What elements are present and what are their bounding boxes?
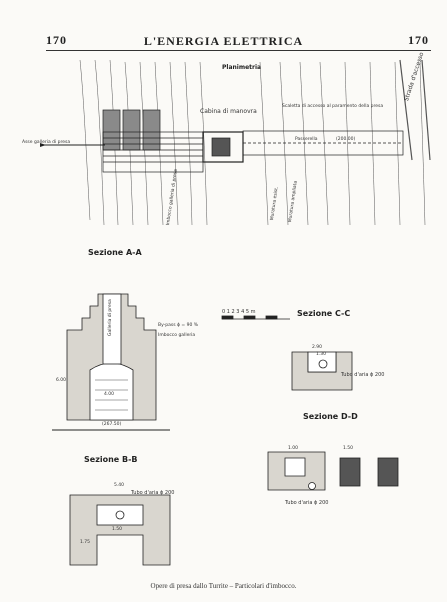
section-dd-title: Sezione D-D xyxy=(303,412,358,421)
road-edge xyxy=(399,59,413,161)
road-edge xyxy=(421,59,431,161)
contour-line xyxy=(419,61,426,226)
scale-bar xyxy=(221,315,290,320)
dim-bb-side: 1.75 xyxy=(80,540,91,545)
axis-label: Asse galleria di presa xyxy=(22,140,71,145)
dim-dd-2: 1.50 xyxy=(343,446,354,451)
dim-dd-1: 1.00 xyxy=(288,446,299,451)
journal-title: L'ENERGIA ELETTRICA xyxy=(143,34,304,48)
bypass-label: By-pass ϕ = 90 % xyxy=(158,323,199,328)
dim-cc-1: 2.90 xyxy=(312,345,323,350)
walkway-dim: (200.00) xyxy=(336,137,356,142)
figure-caption: Opere di presa dallo Turrite – Particola… xyxy=(150,582,297,590)
header-rule xyxy=(46,50,431,51)
air-pipe-dd xyxy=(308,482,316,490)
access-label: Scaletta di accesso al paramento della p… xyxy=(282,104,384,109)
pipe-cc-label: Tubo d'aria ϕ 200 xyxy=(341,372,385,378)
contour-line xyxy=(199,61,208,226)
section-dd-block xyxy=(377,457,399,487)
scale-label: 0 1 2 3 4 5 m xyxy=(222,309,256,315)
air-pipe-cc xyxy=(318,359,328,369)
section-aa-shaft xyxy=(102,293,122,365)
page-number-left: 170 xyxy=(46,33,67,47)
axis-arrow xyxy=(40,143,46,147)
contour-line xyxy=(369,61,376,226)
contour-line xyxy=(169,61,179,226)
section-dd-block xyxy=(339,457,361,487)
dim-bb-inner: 1.50 xyxy=(112,527,123,532)
cabin-label: Cabina di manovra xyxy=(200,108,257,115)
contour-line xyxy=(94,59,105,226)
contour-line xyxy=(299,61,309,226)
contour-line xyxy=(184,61,193,226)
page-number-right: 170 xyxy=(408,33,429,47)
dim-bb-width: 5.40 xyxy=(114,483,125,488)
walkway-label: Passerella xyxy=(295,137,318,142)
dim-cc-2: 1.30 xyxy=(316,352,327,357)
tunnel-label: Galleria di presa xyxy=(108,299,113,336)
cabin-inner xyxy=(211,137,231,157)
contour-line xyxy=(79,59,91,221)
elevation-aa: (267.50) xyxy=(102,422,122,427)
contour-line xyxy=(394,61,401,226)
section-bb-title: Sezione B-B xyxy=(84,455,138,464)
pipe-bb-label: Tubo d'aria ϕ 200 xyxy=(131,490,175,496)
dim-height-aa: 6.00 xyxy=(56,378,67,383)
contour-line xyxy=(259,61,269,226)
dim-width-aa: 4.00 xyxy=(104,392,115,397)
contour-line xyxy=(344,61,351,226)
section-cc-title: Sezione C-C xyxy=(297,309,351,318)
air-pipe-bb xyxy=(115,510,125,520)
inlet-label: Imbocco galleria xyxy=(158,333,196,338)
pipe-dd-label: Tubo d'aria ϕ 200 xyxy=(285,500,329,506)
section-aa-title: Sezione A-A xyxy=(88,248,142,257)
plan-title: Planimetria xyxy=(222,64,262,71)
contour-line xyxy=(279,61,289,226)
section-bb-outline xyxy=(69,494,171,566)
contour-line xyxy=(319,61,329,226)
